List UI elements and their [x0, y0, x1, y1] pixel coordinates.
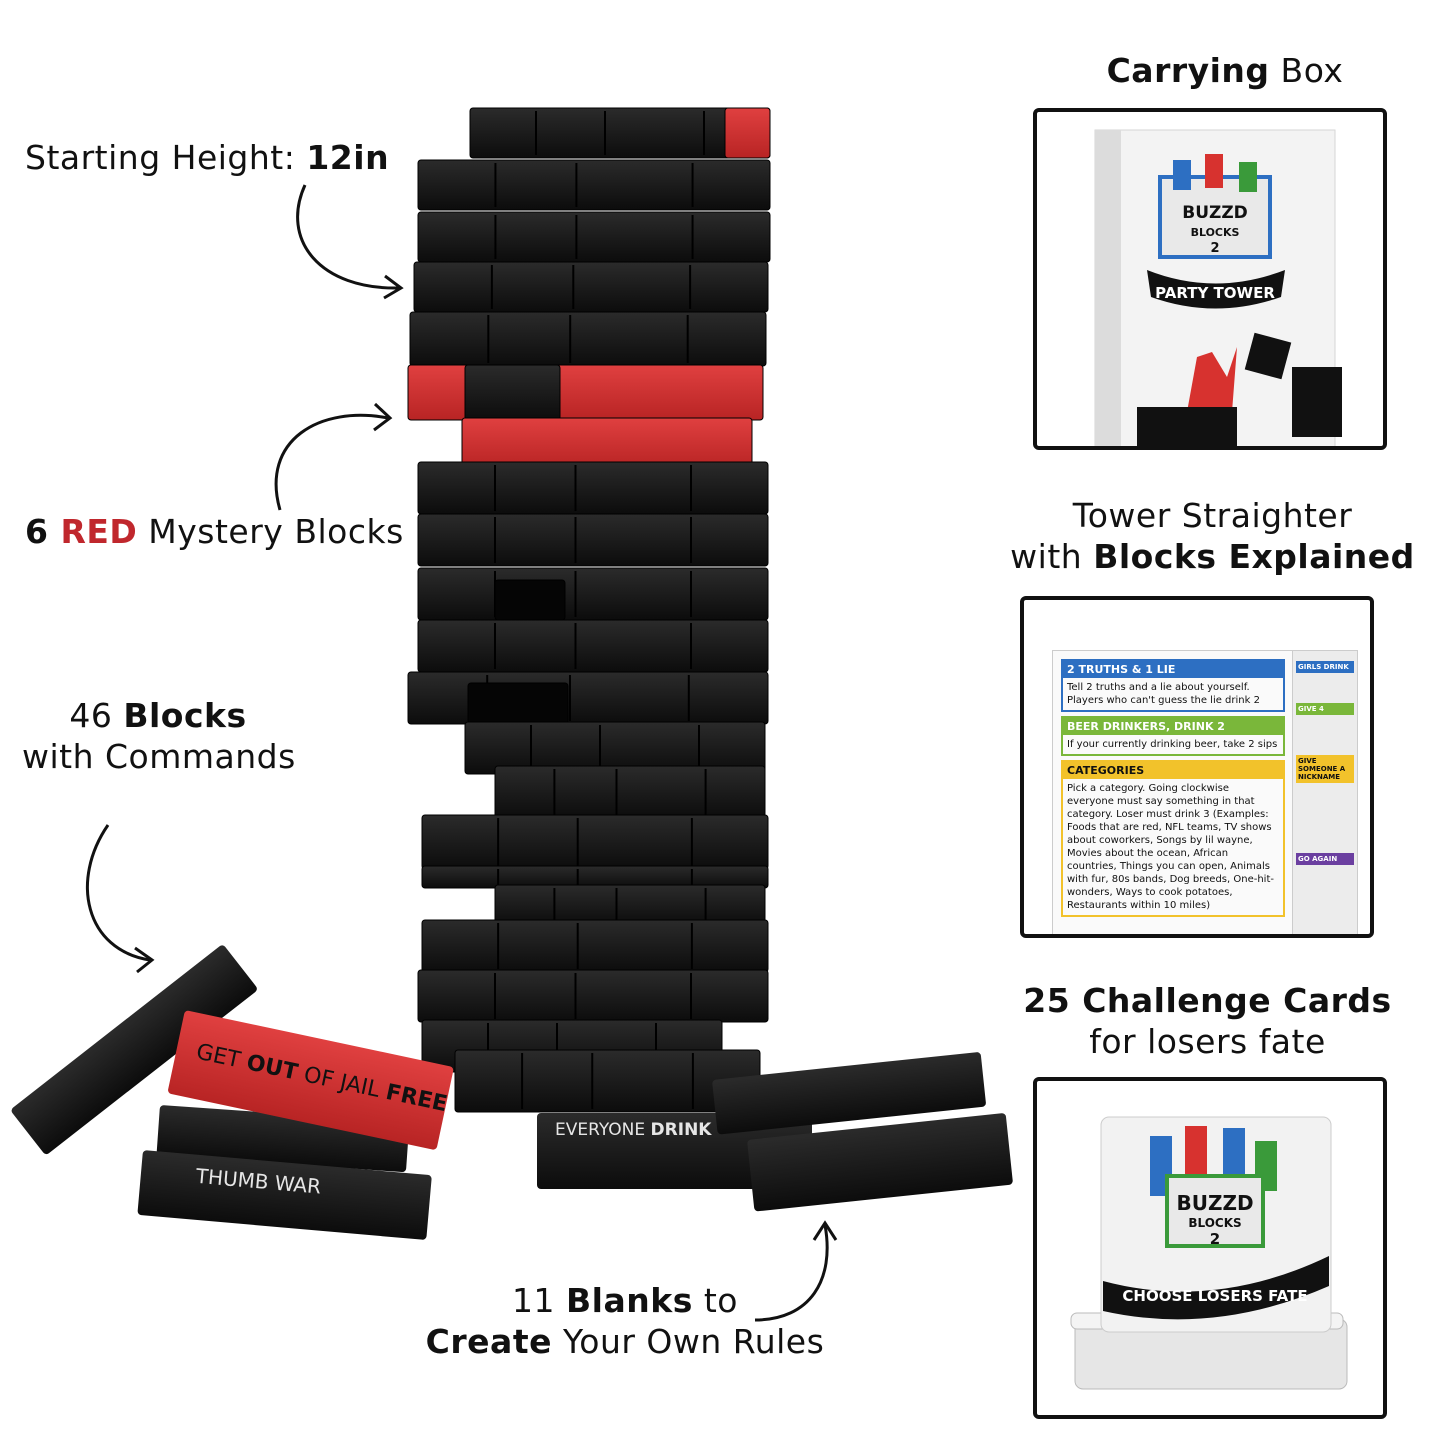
tower-block	[421, 814, 769, 870]
tower-block	[417, 619, 769, 673]
arrow-blanks	[754, 1224, 829, 1322]
straightener-front: 2 TRUTHS & 1 LIE Tell 2 truths and a lie…	[1052, 650, 1294, 934]
arrow-red-head	[373, 402, 393, 432]
card-categories: CATEGORIES Pick a category. Going clockw…	[1061, 760, 1285, 917]
challenge-cards-image: BUZZD BLOCKS 2 CHOOSE LOSERS FATE	[1070, 1116, 1348, 1390]
tower-block	[494, 884, 766, 926]
everyone-text: EVERYONE DRINK	[555, 1120, 712, 1140]
tower-block	[407, 671, 769, 725]
loose-block-tilted	[11, 945, 257, 1155]
svg-text:BUZZD: BUZZD	[1182, 203, 1248, 223]
command-blocks-label: 46 Blocks with Commands	[22, 696, 296, 777]
tower-block	[494, 765, 766, 819]
tower-block	[417, 969, 769, 1023]
arrow-height-head	[383, 274, 404, 300]
carrying-box-panel: BUZZD BLOCKS 2 PARTY TOWER	[1033, 108, 1387, 450]
carrying-box-image: BUZZD BLOCKS 2 PARTY TOWER	[1094, 129, 1342, 446]
card-beer: BEER DRINKERS, DRINK 2 If your currently…	[1061, 716, 1285, 756]
tower-block-red	[461, 417, 753, 469]
arrow-red	[274, 413, 389, 511]
arrow-blocks	[86, 824, 151, 962]
cards-title: 25 Challenge Cards for losers fate	[1023, 981, 1392, 1062]
tower-block	[417, 461, 769, 515]
tower-block	[467, 682, 569, 724]
card-truths: 2 TRUTHS & 1 LIE Tell 2 truths and a lie…	[1061, 659, 1285, 712]
cards-banner: CHOOSE LOSERS FATE	[1122, 1287, 1307, 1305]
tower-block-red	[724, 107, 771, 159]
tower-block	[413, 261, 769, 313]
svg-text:BLOCKS: BLOCKS	[1188, 1216, 1241, 1230]
starting-height-label: Starting Height: 12in	[25, 138, 390, 177]
straightener-title: Tower Straighter with Blocks Explained	[1010, 496, 1415, 577]
arrow-blocks-head	[134, 946, 155, 974]
blanks-label: 11 Blanks to Create Your Own Rules	[425, 1281, 825, 1362]
tower-block	[464, 364, 561, 421]
straightener-panel: 2 TRUTHS & 1 LIE Tell 2 truths and a lie…	[1020, 596, 1374, 938]
tower-block	[494, 579, 566, 621]
tower-block	[417, 211, 771, 263]
box-title: Carrying Box	[1106, 51, 1344, 90]
loose-block-right-front	[747, 1113, 1013, 1212]
arrow-blanks-head	[812, 1220, 838, 1241]
svg-text:BUZZD: BUZZD	[1176, 1191, 1253, 1215]
tower-block	[417, 159, 771, 211]
tower-block	[409, 311, 767, 367]
red-blocks-label: 6 RED Mystery Blocks	[25, 512, 404, 551]
tower-block	[417, 513, 769, 567]
tower-block	[417, 567, 769, 621]
loose-block-right-top	[712, 1052, 986, 1135]
loose-block-thumb: THUMB WAR	[137, 1150, 432, 1240]
tower-block-red	[407, 364, 764, 421]
arrow-height	[296, 184, 401, 290]
svg-text:2: 2	[1210, 241, 1219, 256]
box-banner: PARTY TOWER	[1155, 284, 1275, 302]
straightener-side: GIRLS DRINK GIVE 4 GIVE SOMEONE A NICKNA…	[1292, 650, 1358, 934]
svg-text:2: 2	[1210, 1230, 1220, 1248]
tower-block	[421, 919, 769, 973]
loose-block-jail: GET OUT OF JAIL FREE	[168, 1010, 454, 1150]
svg-text:BLOCKS: BLOCKS	[1191, 226, 1240, 239]
challenge-cards-panel: BUZZD BLOCKS 2 CHOOSE LOSERS FATE	[1033, 1077, 1387, 1419]
